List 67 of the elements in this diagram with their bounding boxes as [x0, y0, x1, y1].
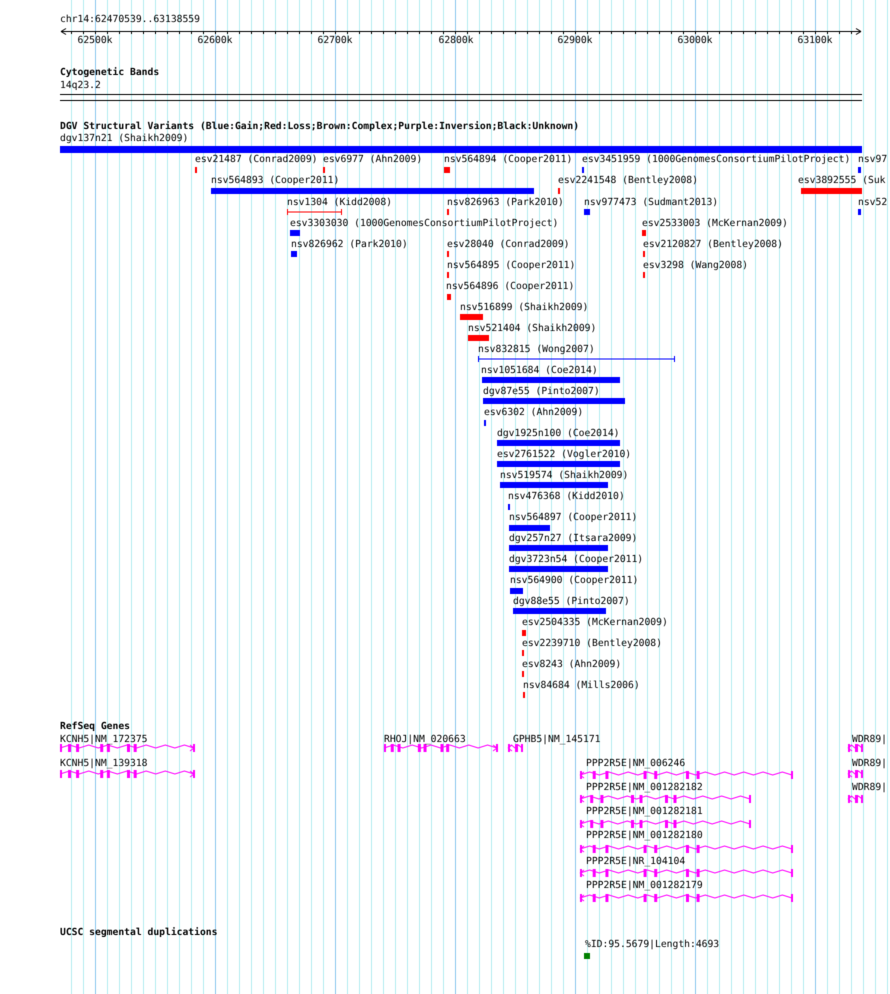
variant-label: esv2761522 (Vogler2010) — [497, 449, 632, 461]
track-label: 14q23.2 — [60, 80, 101, 92]
variant-label: dgv3723n54 (Cooper2011) — [509, 554, 644, 566]
variant-label: dgv137n21 (Shaikh2009) — [60, 133, 188, 145]
variant-label: nsv476368 (Kidd2010) — [508, 491, 625, 503]
variant-label: esv2504335 (McKernan2009) — [522, 617, 668, 629]
variant-label: esv2241548 (Bentley2008) — [558, 175, 698, 187]
variant-label: nsv564894 (Cooper2011) — [444, 154, 572, 166]
gene-label: WDR89| — [852, 734, 887, 746]
variant-label: esv28040 (Conrad2009) — [447, 239, 570, 251]
scale-label: 62600k — [198, 35, 232, 47]
track-heading: DGV Structural Variants (Blue:Gain;Red:Loss;Brown:Complex;Purple:Inversion;Black:Unknown) — [60, 121, 580, 133]
scale-label: 62500k — [78, 35, 112, 47]
gene-label: WDR89| — [852, 758, 887, 770]
gene-label: WDR89| — [852, 782, 887, 794]
track-heading: UCSC segmental duplications — [60, 927, 218, 939]
variant-label: nsv977473 (Sudmant2013) — [584, 197, 718, 209]
variant-label: esv3892555 (Suk — [798, 175, 886, 187]
variant-label: dgv87e55 (Pinto2007) — [483, 386, 600, 398]
variant-label: nsv832815 (Wong2007) — [478, 344, 595, 356]
variant-label: nsv1304 (Kidd2008) — [287, 197, 392, 209]
gene-label: GPHB5|NM_145171 — [513, 734, 600, 746]
scale-label: 62900k — [558, 35, 592, 47]
variant-label: nsv1051684 (Coe2014) — [481, 365, 598, 377]
duplication-label: %ID:95.5679|Length:4693 — [585, 939, 720, 951]
track-heading: RefSeq Genes — [60, 721, 130, 733]
gene-label: PPP2R5E|NR_104104 — [586, 856, 686, 868]
variant-label: nsv826963 (Park2010) — [447, 197, 564, 209]
variant-label: esv6302 (Ahn2009) — [484, 407, 584, 419]
variant-label: nsv564900 (Cooper2011) — [510, 575, 638, 587]
scale-label: 62700k — [318, 35, 352, 47]
gene-label: PPP2R5E|NM_001282179 — [586, 880, 703, 892]
variant-label: esv3298 (Wang2008) — [643, 260, 748, 272]
track-heading: Cytogenetic Bands — [60, 67, 160, 79]
track-label: chr14:62470539..63138559 — [60, 14, 200, 26]
variant-label: esv3303030 (1000GenomesConsortiumPilotProject) — [290, 218, 558, 230]
variant-label: nsv84684 (Mills2006) — [523, 680, 640, 692]
variant-label: esv2533003 (McKernan2009) — [642, 218, 788, 230]
variant-label: esv6977 (Ahn2009) — [323, 154, 422, 166]
variant-label: nsv521404 (Shaikh2009) — [468, 323, 596, 335]
variant-label: esv2120827 (Bentley2008) — [643, 239, 783, 251]
gene-label: PPP2R5E|NM_001282181 — [586, 806, 703, 818]
variant-label: nsv516899 (Shaikh2009) — [460, 302, 588, 314]
variant-label: nsv564895 (Cooper2011) — [447, 260, 576, 272]
variant-label: esv2239710 (Bentley2008) — [522, 638, 662, 650]
gene-label: PPP2R5E|NM_001282180 — [586, 830, 703, 842]
scale-label: 63000k — [678, 35, 712, 47]
variant-label: nsv564896 (Cooper2011) — [446, 281, 574, 293]
variant-label: nsv97 — [858, 154, 888, 166]
variant-label: dgv88e55 (Pinto2007) — [513, 596, 630, 608]
variant-label: esv3451959 (1000GenomesConsortiumPilotProject) — [582, 154, 850, 166]
variant-label: dgv257n27 (Itsara2009) — [509, 533, 638, 545]
variant-label: nsv564897 (Cooper2011) — [509, 512, 638, 524]
scale-label: 63100k — [798, 35, 832, 47]
gene-label: PPP2R5E|NM_001282182 — [586, 782, 703, 794]
variant-label: nsv52 — [858, 197, 888, 209]
variant-label: dgv1925n100 (Coe2014) — [497, 428, 620, 440]
variant-label: esv8243 (Ahn2009) — [522, 659, 622, 671]
variant-label: nsv564893 (Cooper2011) — [211, 175, 340, 187]
variant-label: nsv519574 (Shaikh2009) — [500, 470, 628, 482]
gene-label: KCNH5|NM_172375 — [60, 734, 148, 746]
gene-label: KCNH5|NM_139318 — [60, 758, 148, 770]
scale-label: 62800k — [438, 35, 474, 47]
gene-label: RHOJ|NM_020663 — [384, 734, 466, 746]
variant-label: esv21487 (Conrad2009) — [195, 154, 318, 166]
variant-label: nsv826962 (Park2010) — [291, 239, 408, 251]
gene-label: PPP2R5E|NM_006246 — [586, 758, 686, 770]
